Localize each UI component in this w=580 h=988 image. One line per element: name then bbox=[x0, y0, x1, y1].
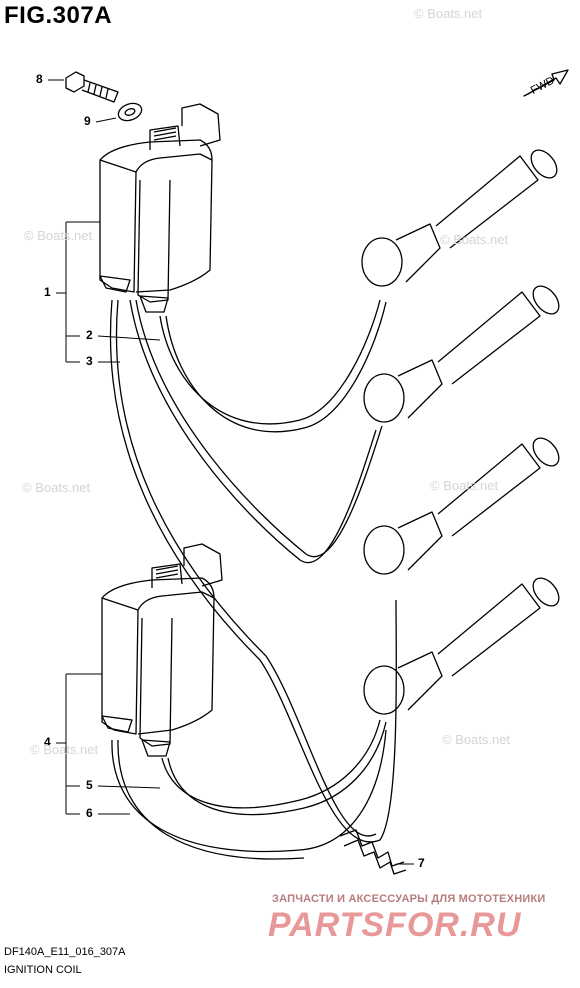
callout-6: 6 bbox=[86, 806, 93, 820]
plug-cap-4 bbox=[363, 577, 560, 715]
plug-cap-3 bbox=[363, 437, 560, 575]
plug-cap-2 bbox=[363, 285, 560, 423]
watermark-copyright-3: © Boats.net bbox=[440, 232, 509, 247]
watermark-tagline: ЗАПЧАСТИ И АКСЕССУАРЫ ДЛЯ МОТОТЕХНИКИ bbox=[272, 893, 546, 905]
watermark-copyright-6: © Boats.net bbox=[30, 742, 99, 757]
washer-part bbox=[117, 102, 143, 122]
callout-7: 7 bbox=[418, 856, 425, 870]
watermark-copyright-1: © Boats.net bbox=[414, 6, 483, 21]
cord-clamp-part bbox=[339, 829, 407, 875]
watermark-copyright-5: © Boats.net bbox=[430, 478, 499, 493]
ignition-coil-lower bbox=[101, 543, 223, 757]
callout-3: 3 bbox=[86, 354, 93, 368]
figure-title: FIG.307A bbox=[4, 2, 113, 29]
callout-8: 8 bbox=[36, 72, 43, 86]
watermark-copyright-4: © Boats.net bbox=[22, 480, 91, 495]
watermark-logo: PARTSFOR.RU bbox=[268, 906, 522, 944]
callout-1: 1 bbox=[44, 285, 51, 299]
ignition-coil-upper bbox=[99, 103, 221, 313]
callout-9: 9 bbox=[84, 114, 91, 128]
callout-4: 4 bbox=[44, 735, 51, 749]
callout-5: 5 bbox=[86, 778, 93, 792]
bolt-part bbox=[65, 71, 119, 103]
callout-2: 2 bbox=[86, 328, 93, 342]
fwd-arrow-icon: FWD bbox=[523, 69, 569, 97]
figure-code: DF140A_E11_016_307A bbox=[4, 946, 126, 958]
watermark-copyright-2: © Boats.net bbox=[24, 228, 93, 243]
high-tension-cords bbox=[109, 299, 397, 860]
fwd-label: FWD bbox=[529, 74, 557, 96]
figure-name: IGNITION COIL bbox=[4, 964, 82, 976]
plug-cap-1 bbox=[361, 149, 558, 287]
leader-lines bbox=[48, 79, 414, 865]
watermark-copyright-7: © Boats.net bbox=[442, 732, 511, 747]
